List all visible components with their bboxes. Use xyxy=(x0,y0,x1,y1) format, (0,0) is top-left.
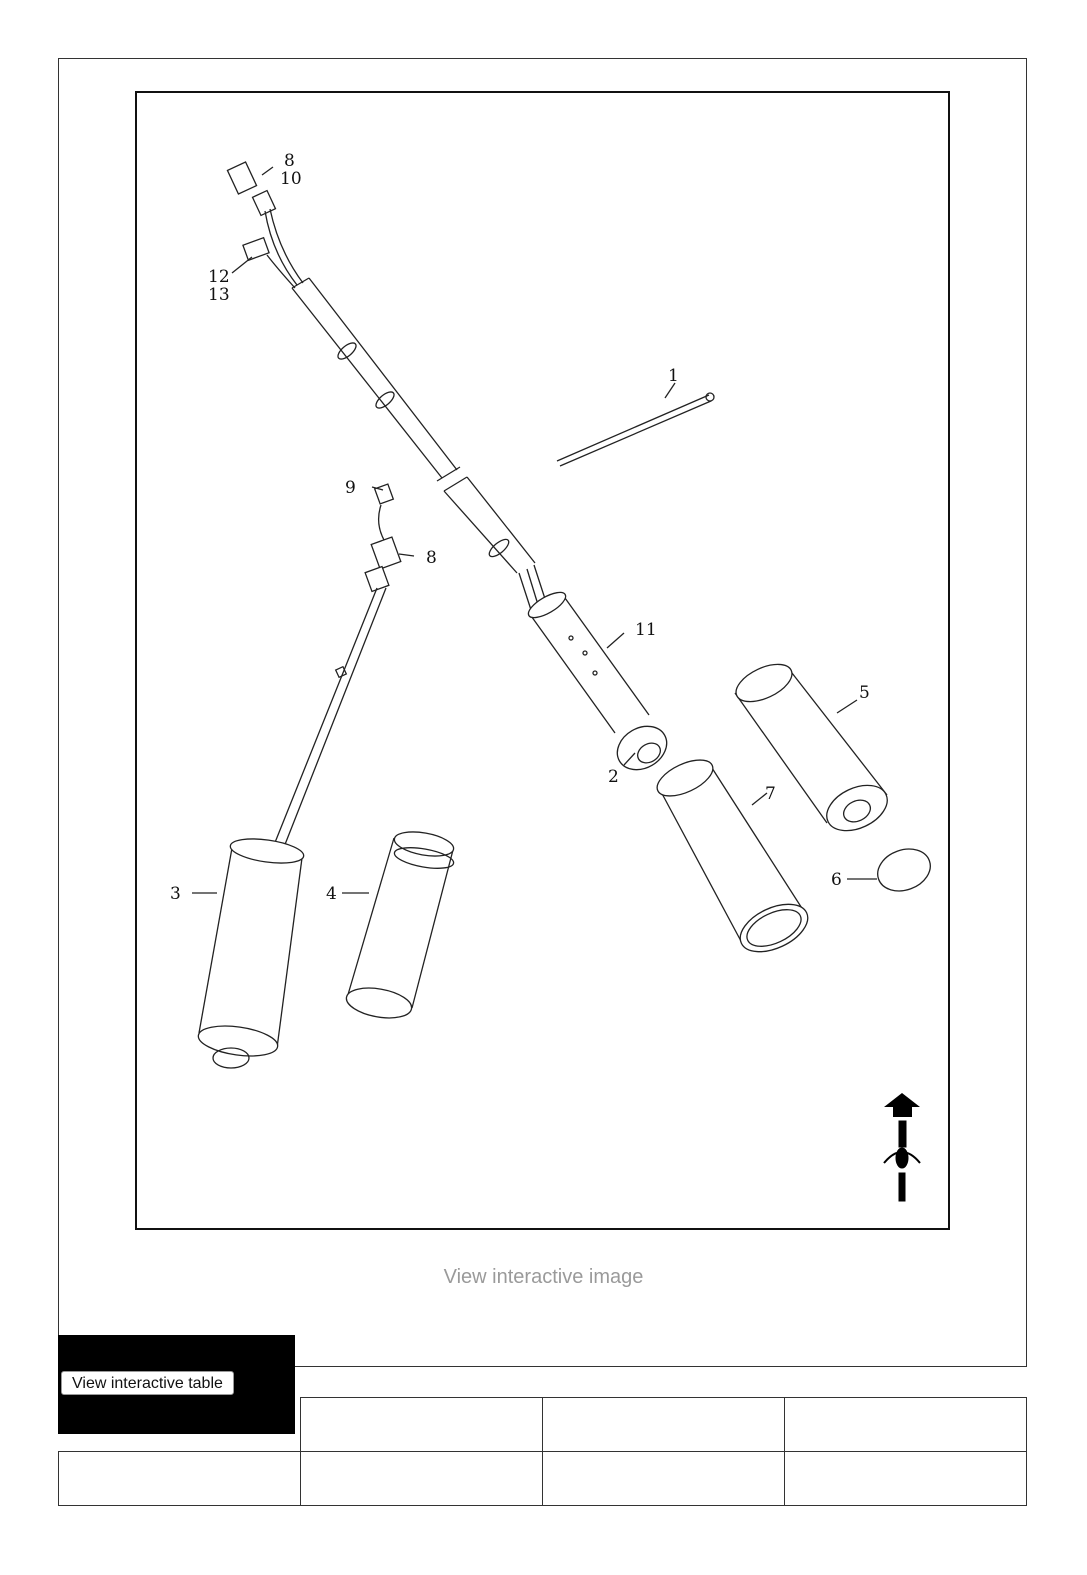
callout-12: 12 xyxy=(208,267,230,287)
view-interactive-image-link[interactable]: View interactive image xyxy=(443,1266,644,1288)
table-row xyxy=(59,1397,1027,1452)
diagram-drawing: 8 10 12 13 1 9 8 11 5 2 7 6 3 4 xyxy=(170,151,931,1202)
callout-9: 9 xyxy=(345,478,356,498)
callout-1: 1 xyxy=(668,366,679,386)
page-frame xyxy=(58,58,1027,1367)
callout-3: 3 xyxy=(170,884,181,904)
table-cell xyxy=(300,1397,543,1452)
view-interactive-table-button[interactable]: View interactive table xyxy=(61,1371,234,1395)
table-cell xyxy=(300,1451,543,1506)
table-row xyxy=(58,1451,1027,1506)
callout-2: 2 xyxy=(608,767,619,787)
callout-6: 6 xyxy=(831,870,842,890)
table-cell xyxy=(784,1451,1027,1506)
motorcycle-icon xyxy=(883,1120,921,1202)
callout-10: 10 xyxy=(280,169,302,189)
table-cell xyxy=(542,1397,785,1452)
parts-diagram: 8 10 12 13 1 9 8 11 5 2 7 6 3 4 xyxy=(135,91,950,1230)
callout-7: 7 xyxy=(765,784,776,804)
table-cell xyxy=(784,1397,1027,1452)
table-cell xyxy=(542,1451,785,1506)
table-cell xyxy=(58,1451,301,1506)
parts-table xyxy=(58,1397,1027,1506)
callout-5: 5 xyxy=(859,683,870,703)
direction-arrow-icon xyxy=(884,1093,920,1117)
callout-8-mid: 8 xyxy=(426,548,437,568)
callout-11: 11 xyxy=(635,620,657,640)
callout-4: 4 xyxy=(326,884,337,904)
callout-13: 13 xyxy=(208,285,230,305)
table-cell xyxy=(59,1398,301,1452)
callout-8-top: 8 xyxy=(284,151,295,171)
